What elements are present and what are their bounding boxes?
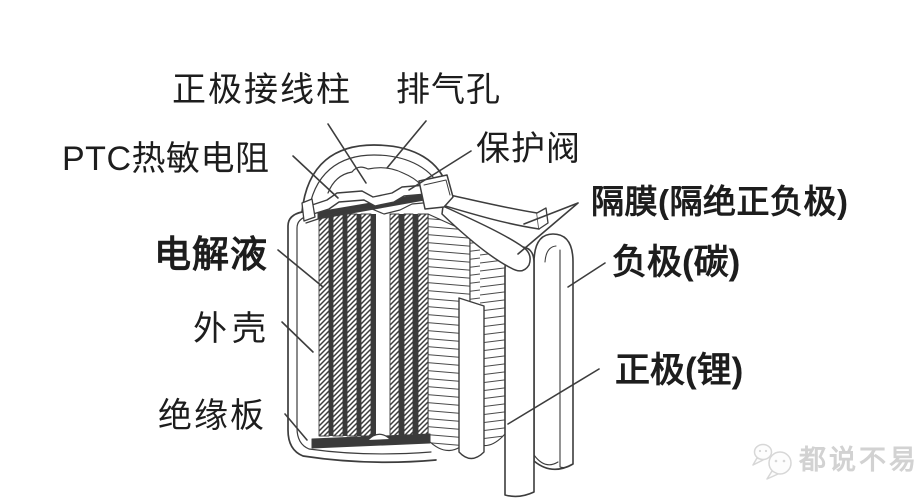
leader-electrolyte: [277, 249, 324, 288]
insulation-plate: [311, 433, 431, 449]
label-outer-shell: 外壳: [193, 310, 271, 348]
cathode-sheet: [504, 246, 535, 498]
label-negative-electrode: 负极(碳): [612, 243, 741, 282]
label-electrolyte: 电解液: [154, 234, 268, 275]
cap-assembly: [301, 174, 454, 224]
label-positive-terminal: 正极接线柱: [172, 71, 352, 109]
chat-bubbles-icon: [752, 443, 792, 480]
anode-sheet: [533, 233, 574, 471]
leader-insulator: [284, 413, 308, 441]
leader-separator: [517, 202, 579, 255]
label-protection-valve: 保护阀: [476, 130, 581, 168]
leader-vent-hole: [386, 120, 427, 169]
leader-shell: [281, 321, 314, 353]
outer-case: [287, 144, 449, 464]
label-vent-hole: 排气孔: [396, 71, 501, 109]
label-insulation-plate: 绝缘板: [158, 397, 266, 435]
label-ptc-thermistor: PTC热敏电阻: [62, 140, 270, 178]
leader-cathode: [507, 368, 600, 425]
label-positive-electrode: 正极(锂): [615, 351, 744, 390]
leader-valve: [408, 150, 472, 191]
leader-lines: [277, 120, 606, 441]
leader-ptc: [292, 155, 339, 199]
leader-terminal: [327, 123, 367, 184]
electrode-roll-layers: [318, 213, 429, 437]
watermark: 都说不易: [799, 445, 916, 475]
separator-ribbons: [439, 192, 549, 272]
label-separator: 隔膜(隔绝正负极): [591, 183, 849, 220]
inner-sheet: [458, 297, 485, 460]
vent-dome: [327, 166, 422, 194]
leader-anode: [567, 262, 606, 288]
